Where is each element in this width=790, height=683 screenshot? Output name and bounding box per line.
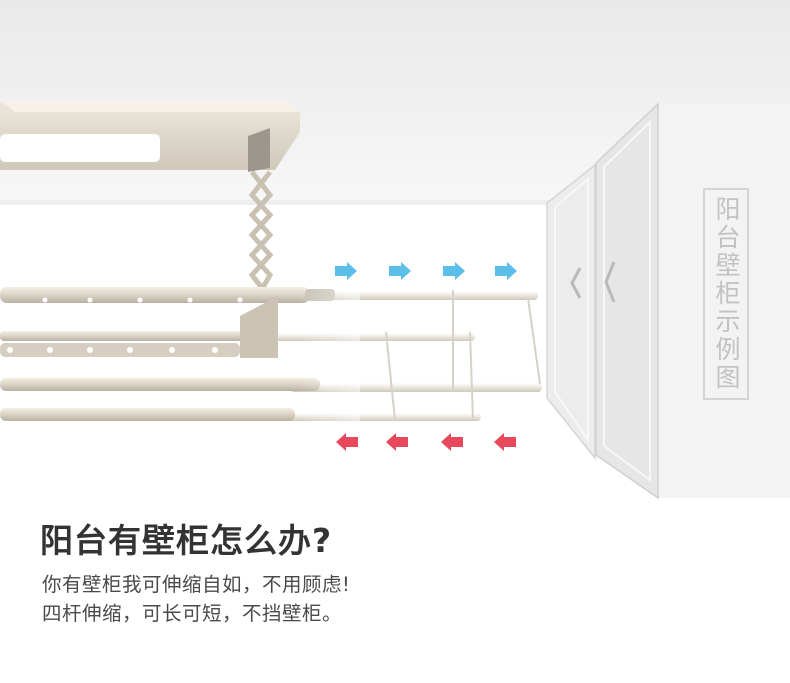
door-handle-right — [604, 261, 616, 303]
scissor-lift — [248, 170, 274, 298]
hanging-holes — [7, 297, 243, 353]
rod-3 — [0, 378, 320, 391]
arrow-left-icon — [441, 433, 463, 451]
rod-4 — [0, 408, 295, 421]
extend-arrows — [335, 262, 517, 280]
door-handle-left — [570, 267, 582, 299]
hanging-rods — [0, 287, 335, 421]
dryer-motor-side — [248, 128, 270, 172]
cabinet-door-right-trim — [603, 119, 651, 482]
arrow-right-icon — [335, 262, 357, 280]
cabinet-label: 阳台壁柜示例图 — [703, 188, 749, 400]
cabinet-door-left-trim — [554, 176, 589, 444]
arrow-right-icon — [443, 262, 465, 280]
cabinet-right-panel — [658, 104, 790, 498]
led-light-panel — [0, 134, 160, 162]
rod-2-base — [0, 343, 240, 357]
rod-2 — [0, 331, 275, 341]
arrow-right-icon — [389, 262, 411, 280]
rod-1 — [0, 287, 310, 303]
arrow-right-icon — [495, 262, 517, 280]
arrow-left-icon — [386, 433, 408, 451]
caption-line-2: 四杆伸缩，可长可短，不挡壁柜。 — [42, 602, 343, 625]
caption-line-1: 你有壁柜我可伸缩自如，不用顾虑! — [42, 573, 351, 596]
dryer-housing-top — [0, 100, 300, 112]
arrow-left-icon — [336, 433, 358, 451]
cabinet-door-left — [546, 163, 596, 461]
retract-arrows — [336, 433, 516, 451]
headline: 阳台有壁柜怎么办? — [40, 521, 333, 560]
arrow-left-icon — [494, 433, 516, 451]
motion-blur — [300, 280, 360, 430]
cabinet-door-right — [595, 102, 659, 500]
rod-bracket — [240, 296, 278, 358]
